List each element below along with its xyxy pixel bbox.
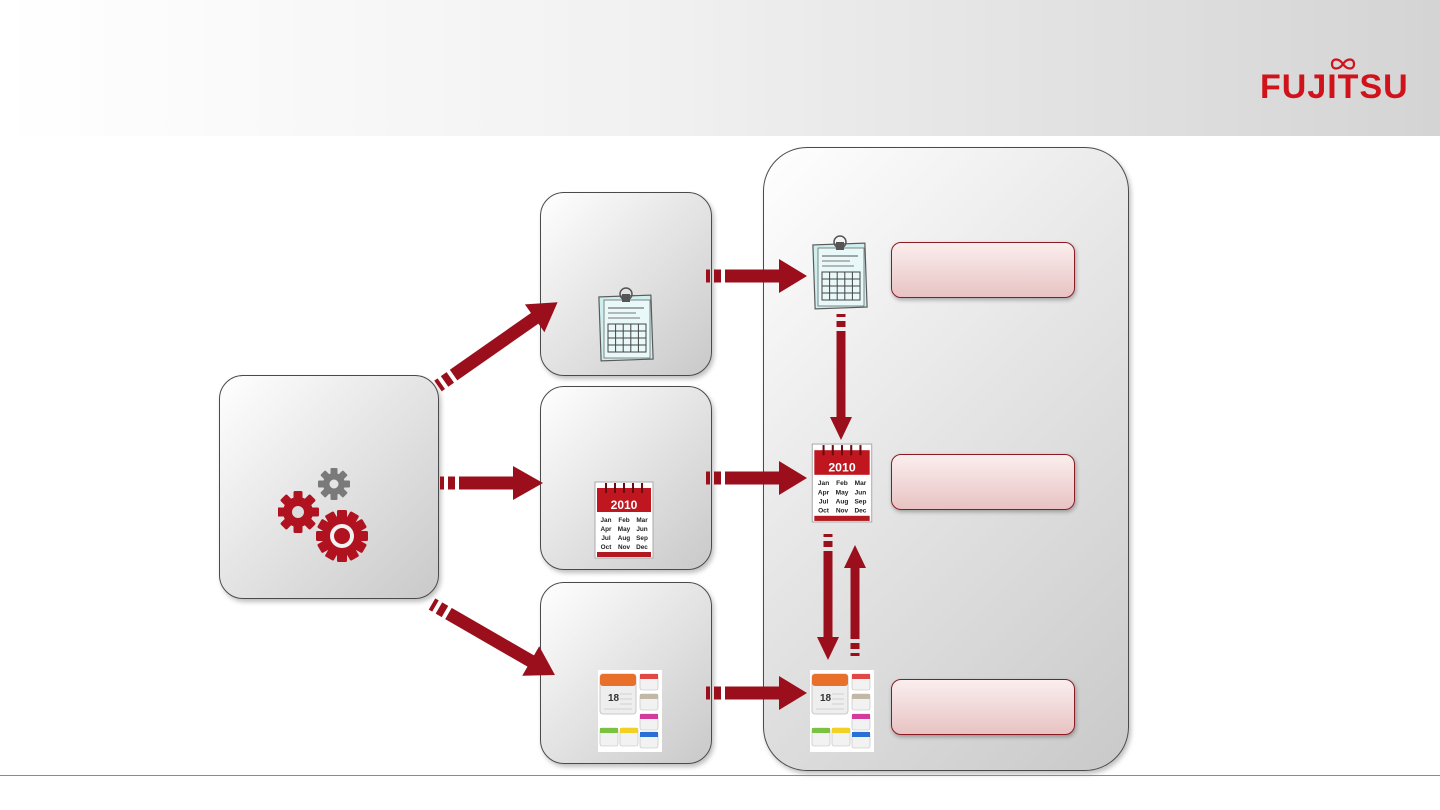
- calendar-month: Feb: [618, 517, 629, 524]
- calendar-month: Sep: [636, 535, 648, 542]
- daily-calendar-icon: [598, 287, 654, 362]
- red-gear-small: [278, 491, 319, 533]
- label-box-bottom: [891, 679, 1075, 735]
- calendar-month: Jul: [601, 535, 610, 542]
- calendar-month: Jun: [636, 526, 647, 533]
- calendar-month: Nov: [836, 508, 849, 515]
- calendar-day: 18: [608, 693, 620, 704]
- calendar-month: Mar: [636, 517, 648, 524]
- calendar-month: Aug: [836, 499, 849, 506]
- calendar-month: Oct: [601, 544, 613, 551]
- gears-icon: [278, 468, 368, 562]
- calendar-day: 18: [820, 693, 832, 704]
- calendar-month: Jun: [855, 489, 867, 496]
- calendar-month: May: [836, 489, 849, 496]
- calendar-year: 2010: [611, 498, 638, 512]
- label-box-top: [891, 242, 1075, 298]
- calendar-year: 2010: [828, 461, 855, 475]
- calendar-month: Mar: [855, 480, 867, 487]
- calendar-month: Nov: [618, 544, 631, 551]
- middle-panel-top: [540, 192, 712, 376]
- calendar-month: May: [618, 526, 631, 533]
- calendar-month: Apr: [818, 489, 830, 496]
- header-band: [0, 0, 1440, 136]
- daily-calendar-icon: [812, 235, 868, 310]
- year-2010-calendar-icon: 2010 Jan Feb Mar Apr May Jun Jul Aug Sep…: [594, 481, 654, 559]
- calendar-month: Dec: [636, 544, 648, 551]
- calendar-month: Jul: [819, 499, 829, 506]
- colorful-calendars-icon: 18: [598, 670, 662, 752]
- bottom-divider: [0, 775, 1440, 776]
- gray-gear: [318, 468, 350, 500]
- calendar-month: Jan: [600, 517, 611, 524]
- logo-text: FUJITSU: [1260, 68, 1409, 106]
- calendar-month: Feb: [836, 480, 848, 487]
- calendar-month: Aug: [618, 535, 631, 542]
- content-area: [0, 136, 1440, 776]
- fujitsu-logo: FUJITSU: [1260, 58, 1410, 110]
- year-2010-calendar-icon: 2010 Jan Feb Mar Apr May Jun Jul Aug Sep…: [811, 443, 873, 523]
- calendar-month: Oct: [818, 508, 830, 515]
- colorful-calendars-icon: 18: [810, 670, 874, 752]
- calendar-month: Apr: [600, 526, 612, 533]
- label-box-middle: [891, 454, 1075, 510]
- red-gear-large: [316, 510, 368, 562]
- logo-infinity-mark: [1330, 58, 1356, 70]
- calendar-month: Sep: [854, 499, 866, 506]
- calendar-month: Dec: [854, 508, 866, 515]
- calendar-month: Jan: [818, 480, 829, 487]
